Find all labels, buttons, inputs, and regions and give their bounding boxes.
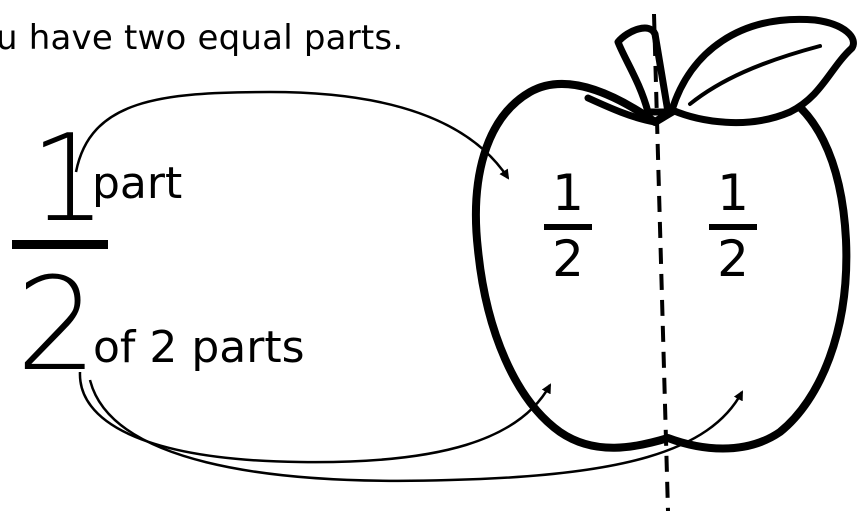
- apple-outline: [472, 80, 851, 453]
- arrow-numerator: [74, 90, 510, 180]
- right-half-bar: [709, 224, 757, 230]
- left-half-numerator: 1: [552, 164, 584, 222]
- right-half-fraction: 1 2: [705, 168, 761, 284]
- fraction-bar: [12, 240, 108, 249]
- left-half-denominator: 2: [552, 230, 584, 288]
- heading-text: u have two equal parts.: [0, 18, 404, 58]
- arrow-denominator-right: [88, 379, 744, 483]
- leaf-vein: [688, 44, 822, 106]
- apple-dimple: [584, 94, 659, 126]
- fraction-denominator: 2: [16, 251, 98, 400]
- left-half-bar: [544, 224, 592, 230]
- left-half-fraction: 1 2: [540, 168, 596, 284]
- numerator-label: part: [92, 158, 183, 209]
- apple-leaf: [668, 15, 857, 127]
- arrow-denominator-left: [78, 371, 552, 464]
- right-half-numerator: 1: [717, 164, 749, 222]
- dividing-line: [652, 13, 670, 511]
- denominator-label: of 2 parts: [93, 322, 305, 373]
- right-half-denominator: 2: [717, 230, 749, 288]
- fraction-numerator: 1: [30, 110, 107, 249]
